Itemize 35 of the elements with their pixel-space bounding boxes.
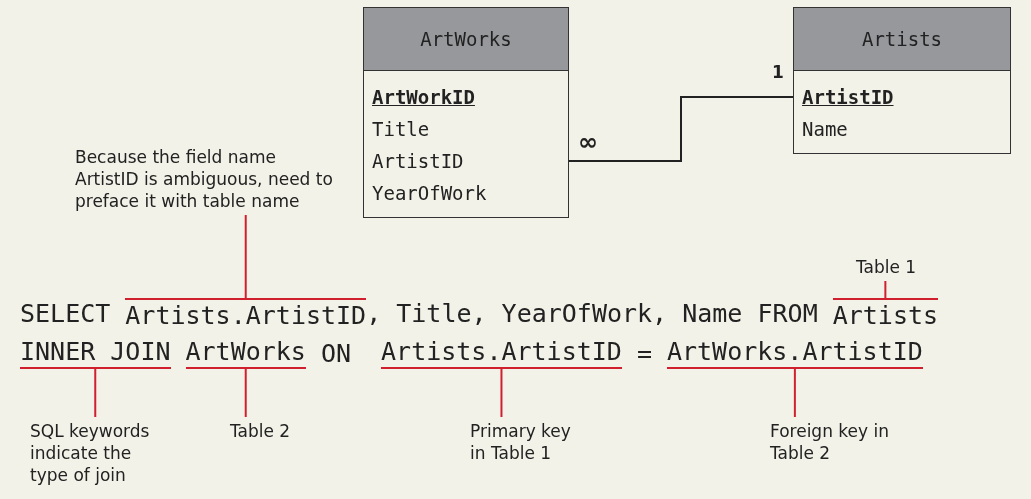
leader-line	[244, 368, 247, 418]
database-table	[793, 7, 1011, 154]
table-header: Artists	[794, 8, 1010, 71]
leader-line	[244, 214, 247, 299]
cardinality-mark: 1	[772, 62, 784, 82]
leader-line	[884, 280, 887, 299]
field-name: YearOfWork	[371, 181, 488, 206]
leader-line	[500, 368, 503, 418]
sql-code: , Title, YearOfWork, Name FROM	[366, 300, 818, 328]
sql-fragment: Artists.ArtistID	[125, 298, 367, 330]
table-header: ArtWorks	[364, 8, 568, 71]
leader-line	[94, 368, 97, 418]
sql-fragment: Artists.ArtistID	[381, 338, 622, 369]
sql-code: =	[636, 339, 652, 368]
annotation-text: Because the field name ArtistID is ambiguous, need to preface it with table name	[75, 146, 335, 212]
sql-fragment: Artists	[832, 298, 939, 330]
cardinality-mark: ∞	[578, 128, 598, 156]
annotation-text: Foreign key in Table 2	[770, 420, 890, 464]
annotation-text: SQL keywords indicate the type of join	[30, 420, 165, 486]
sql-fragment: ArtWorks.ArtistID	[666, 338, 923, 369]
sql-code: ON	[320, 339, 352, 368]
field-name: Name	[801, 117, 849, 142]
primary-key-field: ArtistID	[794, 81, 902, 113]
annotation-text: Table 1	[856, 256, 917, 278]
field-name: ArtistID	[371, 149, 465, 174]
leader-line	[793, 368, 796, 418]
sql-fragment: ArtWorks	[185, 338, 306, 369]
relationship-line	[568, 96, 794, 162]
sql-fragment: INNER JOIN	[20, 338, 171, 369]
annotation-text: Table 2	[230, 420, 291, 442]
sql-code: SELECT	[20, 300, 111, 328]
database-table	[363, 7, 569, 218]
primary-key-field: ArtWorkID	[364, 81, 483, 113]
field-name: Title	[371, 117, 431, 142]
annotation-text: Primary key in Table 1	[470, 420, 590, 464]
